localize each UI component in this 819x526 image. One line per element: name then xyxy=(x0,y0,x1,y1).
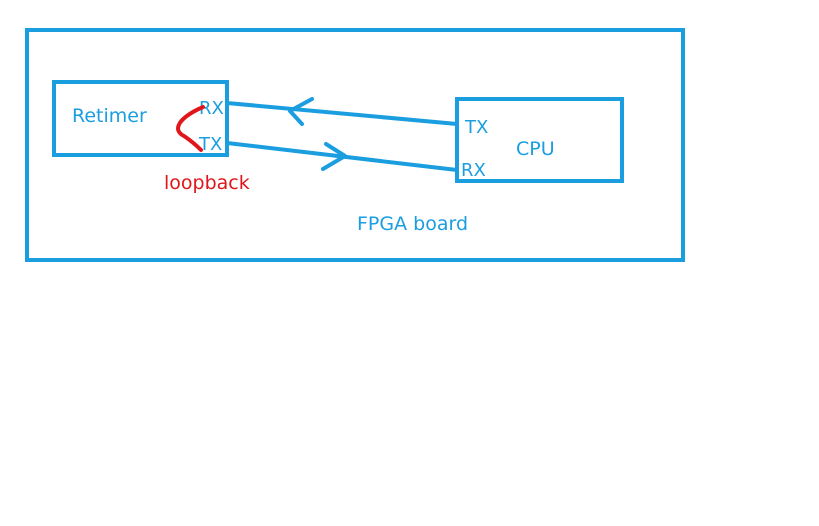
retimer-rx-label: RX xyxy=(199,98,224,119)
cpu-box xyxy=(455,97,624,183)
cpu-tx-to-retimer-rx-line xyxy=(225,101,459,126)
cpu-tx-label: TX xyxy=(464,117,488,138)
retimer-label: Retimer xyxy=(72,105,147,127)
retimer-tx-label: TX xyxy=(198,134,222,155)
loopback-curve xyxy=(176,105,205,152)
cpu-label: CPU xyxy=(516,138,555,160)
cpu-rx-label: RX xyxy=(461,160,486,181)
fpga-board-label: FPGA board xyxy=(357,213,468,235)
loopback-label: loopback xyxy=(164,172,250,194)
fpga-board-box xyxy=(25,28,685,262)
retimer-box xyxy=(52,80,229,157)
left-arrowhead xyxy=(288,97,314,126)
right-arrowhead xyxy=(321,142,347,171)
